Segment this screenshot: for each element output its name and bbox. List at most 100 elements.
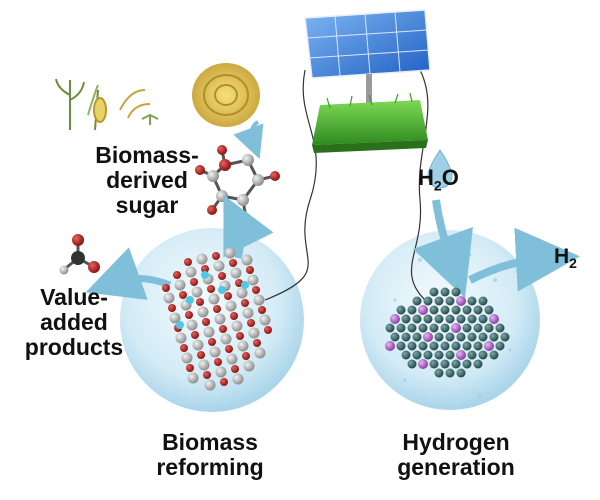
catalyst-atom	[423, 314, 433, 324]
metal-atom	[198, 359, 210, 371]
biomass-reforming-label: Biomass reforming	[156, 429, 264, 480]
hydrogen-label: H2	[554, 245, 577, 272]
wire-left	[264, 69, 317, 301]
catalyst-atom	[489, 350, 499, 360]
catalyst-atom	[478, 296, 488, 306]
catalyst-atom	[473, 305, 483, 315]
metal-atom	[242, 307, 254, 319]
metal-atom	[232, 373, 244, 385]
catalyst-atom	[396, 323, 406, 333]
arrow-to-products	[85, 247, 172, 300]
catalyst-atom	[390, 332, 400, 342]
dopant-atom	[385, 341, 395, 351]
oxygen-atom	[197, 351, 205, 359]
catalyst-atom	[467, 296, 477, 306]
dopant-atom	[456, 296, 466, 306]
metal-atom	[187, 372, 199, 384]
oxygen-atom	[212, 252, 220, 260]
catalyst-atom	[495, 341, 505, 351]
catalyst-atom	[407, 359, 417, 369]
metal-atom	[220, 333, 232, 345]
metal-atom	[163, 292, 175, 304]
metal-atom	[175, 332, 187, 344]
catalyst-atom	[423, 296, 433, 306]
oxygen-atom	[225, 345, 233, 353]
catalyst-atom	[434, 296, 444, 306]
formic-acid-molecule-icon	[59, 234, 100, 275]
wire-right	[410, 69, 429, 301]
catalyst-atom	[467, 350, 477, 360]
catalyst-atom	[467, 314, 477, 324]
catalyst-atom	[429, 323, 439, 333]
catalyst-atom	[456, 332, 466, 342]
catalyst-atom	[412, 350, 422, 360]
catalyst-atom	[401, 314, 411, 324]
catalyst-atom	[412, 296, 422, 306]
oxygen-atom	[168, 304, 176, 312]
metal-atom	[226, 353, 238, 365]
oxygen-atom	[202, 318, 210, 326]
oxygen-atom	[180, 344, 188, 352]
catalyst-atom	[484, 305, 494, 315]
dopant-atom	[489, 314, 499, 324]
metal-atom	[196, 253, 208, 265]
metal-atom	[203, 326, 215, 338]
catalyst-atom	[445, 368, 455, 378]
catalyst-atom	[434, 368, 444, 378]
dopant-atom	[218, 286, 226, 294]
water-label: H2O	[418, 165, 459, 194]
catalyst-atom	[440, 287, 450, 297]
oxygen-atom	[246, 266, 254, 274]
oxygen-atom	[185, 311, 193, 319]
catalyst-atom	[467, 332, 477, 342]
metal-atom	[185, 266, 197, 278]
oxygen-atom	[162, 284, 170, 292]
catalyst-atom	[429, 359, 439, 369]
catalyst-atom	[473, 323, 483, 333]
catalyst-atom	[451, 305, 461, 315]
metal-atom	[254, 347, 266, 359]
solar-panel-icon	[304, 9, 431, 153]
metal-atom	[231, 320, 243, 332]
dopant-atom	[390, 314, 400, 324]
oxygen-atom	[236, 332, 244, 340]
dopant-atom	[456, 350, 466, 360]
water-droplet-icon	[427, 149, 453, 189]
catalyst-atom	[434, 332, 444, 342]
metal-atom	[181, 352, 193, 364]
oxygen-atom	[219, 325, 227, 333]
dopant-atom	[423, 332, 433, 342]
dopant-atom	[201, 271, 209, 279]
arrow-biomass-to-sugar	[233, 120, 264, 159]
catalyst-atom	[445, 314, 455, 324]
metal-atom	[230, 267, 242, 279]
metal-atom	[224, 247, 236, 259]
catalyst-atom	[451, 341, 461, 351]
oxygen-atom	[214, 358, 222, 366]
dopant-atom	[451, 323, 461, 333]
oxygen-atom	[208, 338, 216, 346]
catalyst-atom	[495, 323, 505, 333]
oxygen-atom	[191, 331, 199, 339]
catalyst-atom	[407, 323, 417, 333]
catalyst-atom	[434, 314, 444, 324]
catalyst-atom	[396, 341, 406, 351]
oxygen-atom	[258, 306, 266, 314]
catalyst-atom	[478, 350, 488, 360]
catalyst-atom	[440, 341, 450, 351]
oxygen-atom	[201, 265, 209, 273]
oxygen-atom	[213, 305, 221, 313]
catalyst-atom	[412, 314, 422, 324]
catalyst-atom	[451, 287, 461, 297]
metal-atom	[237, 340, 249, 352]
oxygen-atom	[247, 319, 255, 327]
oxygen-atom	[184, 258, 192, 266]
oxygen-atom	[224, 292, 232, 300]
catalyst-atom	[462, 341, 472, 351]
value-added-products-label: Value- added products	[24, 284, 124, 360]
catalyst-atom	[418, 341, 428, 351]
catalyst-atom	[451, 359, 461, 369]
oxygen-atom	[264, 326, 272, 334]
catalyst-atom	[473, 341, 483, 351]
hydrogen-generation-label: Hydrogen generation	[397, 429, 515, 480]
